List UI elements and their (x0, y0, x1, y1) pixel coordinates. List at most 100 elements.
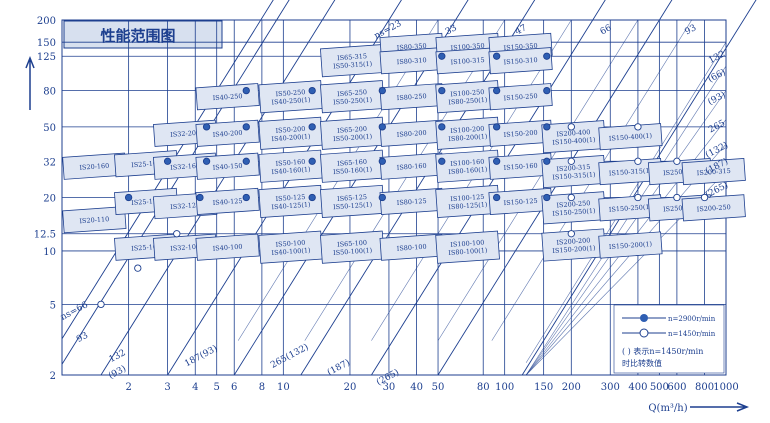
model-tile-box (195, 233, 260, 261)
model-tile-label: IS150-250 (503, 92, 538, 102)
model-tile-label: IS100-160 (450, 158, 485, 168)
model-tile-label: IS150-400(1) (552, 136, 596, 147)
model-tile-label: IS150-310 (503, 56, 538, 66)
model-tile-label: IS50-125 (275, 193, 305, 203)
x-tick-label: 300 (601, 382, 620, 393)
data-point-1450 (567, 230, 575, 238)
data-point-1450 (173, 230, 181, 238)
ns-label: 265 (707, 118, 727, 135)
data-point-2900 (543, 86, 551, 95)
y-tick-label: 20 (43, 194, 56, 205)
x-tick-label: 1000 (713, 382, 738, 393)
model-tile: IS200-250 (681, 194, 746, 222)
model-tile: IS40-250 (195, 83, 260, 111)
model-tile-label: IS25-160 (131, 159, 161, 169)
model-tile-label: IS50-200(1) (333, 132, 373, 143)
data-point-2900 (378, 193, 386, 202)
model-tile-label: IS80-200 (396, 129, 426, 139)
ns-label: 47 (514, 23, 529, 37)
data-point-1450 (700, 193, 709, 202)
model-tile-box (681, 194, 746, 222)
data-point-1450 (634, 123, 642, 131)
y-tick-label: 50 (43, 123, 56, 134)
x-tick-label: 80 (477, 382, 490, 393)
model-tile-label: IS50-100 (275, 239, 305, 249)
ns-label: 66 (599, 23, 614, 37)
data-point-2900 (493, 193, 501, 202)
model-tile-box (488, 47, 553, 75)
data-point-2900 (378, 157, 386, 165)
model-tile-label: IS250-250 (663, 203, 698, 213)
model-tile-label: IS80-350 (396, 42, 426, 52)
x-tick-label: 3 (164, 382, 170, 393)
data-point-2900 (242, 123, 250, 131)
ns-label: 33 (444, 23, 459, 37)
model-tile-label: IS65-315 (337, 52, 367, 62)
model-tile-label: IS50-160(1) (333, 165, 373, 176)
model-tile-label: IS40-250(1) (271, 96, 311, 107)
data-point-2900 (438, 157, 446, 165)
y-tick-label: 2 (50, 371, 56, 382)
model-tile-label: IS150-250(1) (552, 207, 596, 218)
x-tick-label: 500 (650, 382, 669, 393)
model-tile: IS150-250 (488, 83, 553, 111)
y-tick-label: 32 (43, 157, 56, 168)
x-tick-label: 30 (383, 382, 396, 393)
model-tile-label: IS80-200(1) (448, 132, 488, 143)
x-tick-label: 2 (125, 382, 131, 393)
model-tile-label: IS80-160 (396, 162, 426, 172)
ns-label: 132 (108, 348, 128, 365)
model-tile-label: IS150-350 (503, 42, 538, 52)
model-tile-label: IS100-250 (450, 88, 485, 98)
data-point-2900 (378, 123, 386, 131)
model-tile-label: IS32-160 (170, 162, 200, 172)
model-tile-label: IS100-350 (450, 42, 485, 52)
model-tile-label: IS80-125(1) (448, 201, 488, 212)
model-tile-label: IS50-250 (275, 88, 305, 98)
model-tile-label: IS80-160(1) (448, 165, 488, 176)
model-tile: IS80-125 (379, 187, 444, 216)
model-tile-label: IS32-200 (170, 129, 200, 139)
ns-diagonal-line (100, 0, 336, 376)
model-tile-label: IS200-200 (556, 236, 591, 246)
data-point-2900 (124, 193, 133, 202)
model-tile-label: IS100-100 (450, 239, 485, 249)
model-tiles: IS20-160IS20-110IS25-160IS25-125IS25-100… (62, 32, 746, 264)
x-tick-label: 10 (277, 382, 290, 393)
data-point-2900 (196, 193, 204, 202)
model-tile-label: IS150-315(1) (552, 171, 596, 182)
model-tile: IS200-315 (681, 157, 746, 186)
data-point-1450 (97, 300, 105, 309)
data-point-2900 (493, 123, 501, 131)
model-tile-label: IS40-100 (212, 243, 242, 253)
model-tile: IS150-200(1) (598, 231, 663, 259)
model-tile-label: IS150-200(1) (552, 244, 596, 255)
model-tile-label: IS150-250(1) (609, 203, 653, 214)
ns-label: 187(93) (183, 343, 220, 369)
model-tile-label: IS25-100 (131, 243, 161, 253)
model-tile-label: IS200-400 (556, 128, 591, 138)
model-tile: IS80-200 (379, 119, 444, 147)
legend-label-2900: n=2900r/min (668, 315, 716, 323)
model-tile-box (598, 123, 663, 151)
model-tile-label: IS65-250 (337, 88, 367, 98)
data-point-2900 (242, 193, 250, 202)
y-axis-arrow (25, 55, 35, 110)
model-tile-box (681, 157, 746, 186)
x-tick-label: 200 (562, 382, 581, 393)
model-tile-label: IS40-200(1) (271, 132, 311, 143)
data-point-1450 (567, 123, 575, 131)
model-tile-label: IS150-400(1) (609, 132, 653, 143)
y-tick-label: 125 (37, 52, 56, 63)
model-tile-label: IS65-125 (337, 193, 367, 203)
ns-diagonal-line (525, 65, 727, 376)
